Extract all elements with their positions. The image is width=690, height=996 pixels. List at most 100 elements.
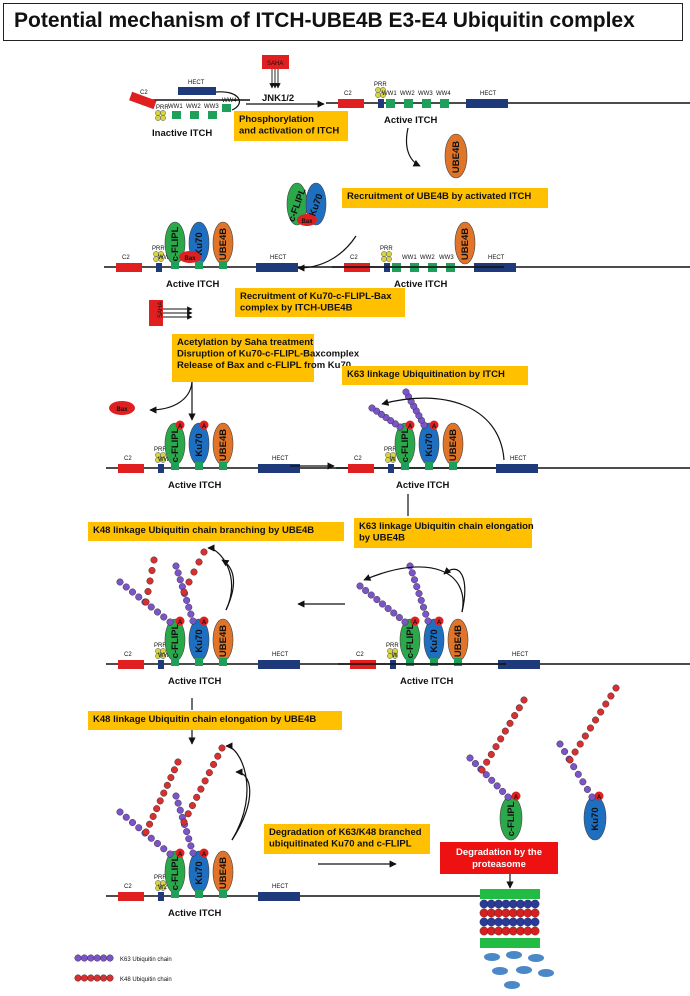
ubiquitin-bead bbox=[581, 732, 589, 740]
prr-label: PRR bbox=[386, 643, 399, 649]
ubiquitin-bead bbox=[185, 835, 193, 843]
proteasome-subunit bbox=[486, 908, 496, 918]
ubiquitin-bead bbox=[200, 548, 208, 556]
acetyl-label: A bbox=[408, 424, 413, 430]
proteasome-subunit bbox=[494, 926, 503, 936]
prr-bead bbox=[160, 115, 166, 121]
elong-arrow bbox=[363, 566, 464, 613]
ubiquitin-bead bbox=[153, 805, 161, 813]
ww-domain bbox=[430, 658, 438, 666]
ubiquitin-bead bbox=[356, 582, 364, 590]
ubiquitin-bead bbox=[362, 587, 370, 595]
ubiquitin-bead bbox=[520, 696, 528, 704]
prr-bead bbox=[386, 251, 392, 257]
ku70-protein-label: Ku70 bbox=[429, 629, 440, 652]
step-acetyl-text-3: Release of Bax and c-FLIPL from Ku70 bbox=[177, 360, 351, 371]
k48-chain bbox=[180, 548, 208, 596]
prr-domain bbox=[155, 110, 166, 121]
step-k63-elong-box bbox=[354, 518, 532, 548]
jnk-label: JNK1/2 bbox=[262, 93, 294, 104]
proteasome-subunit bbox=[494, 908, 503, 918]
hect-label: HECT bbox=[488, 255, 505, 261]
proteasome-cap-top bbox=[480, 889, 540, 899]
ubiquitin-bead bbox=[128, 819, 136, 827]
release-arrow bbox=[149, 381, 193, 414]
acetyl-mark bbox=[594, 791, 604, 801]
ww-domain bbox=[422, 99, 431, 108]
ww-domain bbox=[208, 111, 217, 119]
prr-bead bbox=[160, 457, 166, 463]
prr-label: PRR bbox=[384, 447, 397, 453]
ubiquitin-bead bbox=[93, 954, 101, 962]
ubiquitin-bead bbox=[187, 610, 195, 618]
proteasome-subunit bbox=[530, 926, 540, 936]
branch-arrow bbox=[221, 559, 235, 611]
ube4b-protein-label: UBE4B bbox=[218, 625, 229, 657]
bax-bound-label: Bax bbox=[184, 256, 196, 262]
ubiquitin-bead bbox=[153, 840, 161, 848]
step-recruit-ube4b-box bbox=[342, 188, 548, 208]
ubiquitin-bead bbox=[487, 750, 495, 758]
ubiquitin-bead bbox=[187, 842, 195, 850]
ubiquitin-bead bbox=[116, 578, 124, 586]
ww-domain bbox=[171, 890, 179, 898]
w-label-r4: W bbox=[392, 653, 398, 659]
ubiquitin-bead bbox=[172, 562, 180, 570]
ubiquitin-bead bbox=[504, 793, 512, 801]
proteasome-subunit bbox=[523, 926, 533, 936]
active-itch-caption: Active ITCH bbox=[400, 676, 453, 687]
proteasome-subunit bbox=[479, 908, 489, 918]
cflipl-protein-label: c-FLIPL bbox=[170, 226, 181, 261]
hect-label: HECT bbox=[480, 91, 497, 97]
step-k63-elong-text-1: K63 linkage Ubiquitin chain elongation bbox=[359, 521, 534, 532]
proteasome-subunit bbox=[479, 917, 489, 927]
prr-anchor bbox=[158, 892, 164, 901]
ubiquitin-bead bbox=[586, 724, 594, 732]
step-recruit-ku70-box bbox=[235, 288, 405, 317]
cflipl-protein-label: c-FLIPL bbox=[170, 855, 181, 890]
recruit-arrow bbox=[405, 127, 421, 167]
ubiquitin-bead bbox=[185, 578, 193, 586]
proteasome-subunit bbox=[508, 899, 518, 909]
ubiquitin-bead bbox=[566, 756, 574, 764]
proteasome-text-2: proteasome bbox=[472, 859, 526, 870]
ww1-label: WW1 bbox=[168, 104, 183, 110]
ubiquitin-bead bbox=[466, 754, 474, 762]
ubiquitin-bead bbox=[87, 974, 95, 982]
ubiquitin-bead bbox=[197, 785, 205, 793]
c2-domain bbox=[338, 99, 364, 108]
ku70-protein-label: Ku70 bbox=[194, 861, 205, 884]
ubiquitin-bead bbox=[116, 808, 124, 816]
ubiquitin-bead bbox=[492, 743, 500, 751]
ubiquitin-bead bbox=[147, 834, 155, 842]
ubiquitin-bead bbox=[420, 603, 428, 611]
proteasome-subunit bbox=[523, 917, 533, 927]
w-label-r3: W bbox=[390, 457, 396, 463]
proteasome-subunit bbox=[501, 926, 511, 936]
ww-domain bbox=[195, 462, 203, 470]
step-k63-itch-text-1: K63 linkage Ubiquitination by ITCH bbox=[347, 369, 505, 380]
ubiquitin-bead bbox=[471, 760, 479, 768]
step-phospho-text-2: and activation of ITCH bbox=[239, 126, 339, 137]
ubiquitin-bead bbox=[501, 727, 509, 735]
prr-domain bbox=[153, 251, 164, 262]
elong-arrow bbox=[225, 742, 248, 841]
active-itch-caption: Active ITCH bbox=[396, 480, 449, 491]
ww-label: WW3 bbox=[418, 91, 433, 97]
ubiquitin-bead bbox=[373, 596, 381, 604]
proteasome-subunit bbox=[523, 899, 533, 909]
prr-bead bbox=[155, 110, 161, 116]
acetyl-label: A bbox=[413, 620, 418, 626]
acetyl-mark bbox=[429, 420, 439, 430]
step-recruit-ube4b-text-1: Recruitment of UBE4B by activated ITCH bbox=[347, 191, 531, 202]
active-itch-caption: Active ITCH bbox=[384, 115, 437, 126]
peptide-fragment bbox=[492, 967, 508, 975]
prr-bead bbox=[381, 256, 387, 262]
ubiquitin-bead bbox=[579, 778, 587, 786]
bax-released bbox=[109, 401, 135, 415]
ww-label: WW2 bbox=[400, 91, 415, 97]
acetyl-label: A bbox=[178, 620, 183, 626]
saha-label-top: SAHA bbox=[267, 61, 283, 67]
prr-label: PRR bbox=[154, 447, 167, 453]
